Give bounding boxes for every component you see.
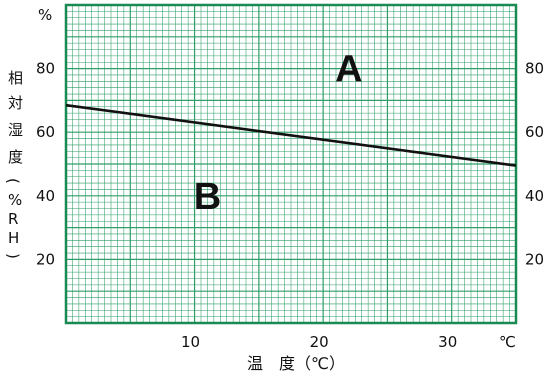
- x-unit-label: ℃: [499, 333, 516, 351]
- y-label-char: (: [4, 178, 22, 184]
- y-tick-label-left: 40: [36, 187, 55, 205]
- x-tick-label: 30: [438, 333, 457, 351]
- x-axis-label: 温 度（℃）: [247, 354, 345, 373]
- y-label-char: 対: [8, 94, 23, 112]
- y-label-char: 相: [8, 69, 23, 87]
- y-tick-label-right: 40: [525, 187, 544, 205]
- y-tick-label-right: 20: [525, 250, 544, 268]
- x-tick-label: 20: [310, 333, 329, 351]
- y-label-char: H: [8, 229, 19, 247]
- series-line-0: [65, 103, 517, 167]
- grid: [66, 5, 516, 323]
- y-label-char: 湿: [8, 121, 23, 139]
- y-unit-label: %: [38, 6, 52, 24]
- region-labels: AB: [194, 49, 363, 218]
- y-label-char: %: [8, 191, 22, 209]
- y-label-char: 度: [8, 148, 23, 166]
- y-label-char: R: [8, 210, 18, 228]
- series-lines: [65, 103, 517, 167]
- plot-border: [64, 3, 518, 325]
- y-tick-label-left: 60: [36, 123, 55, 141]
- y-label-char: ): [4, 253, 22, 259]
- y-tick-label-right: 80: [525, 60, 544, 78]
- region-label-b: B: [194, 176, 221, 218]
- tick-labels: 20 20 40 40 60 60 80 80 10 20 30: [36, 60, 544, 351]
- region-label-a: A: [335, 49, 362, 91]
- y-tick-label-right: 60: [525, 123, 544, 141]
- y-tick-label-left: 80: [36, 60, 55, 78]
- y-tick-label-left: 20: [36, 250, 55, 268]
- x-tick-label: 10: [181, 333, 200, 351]
